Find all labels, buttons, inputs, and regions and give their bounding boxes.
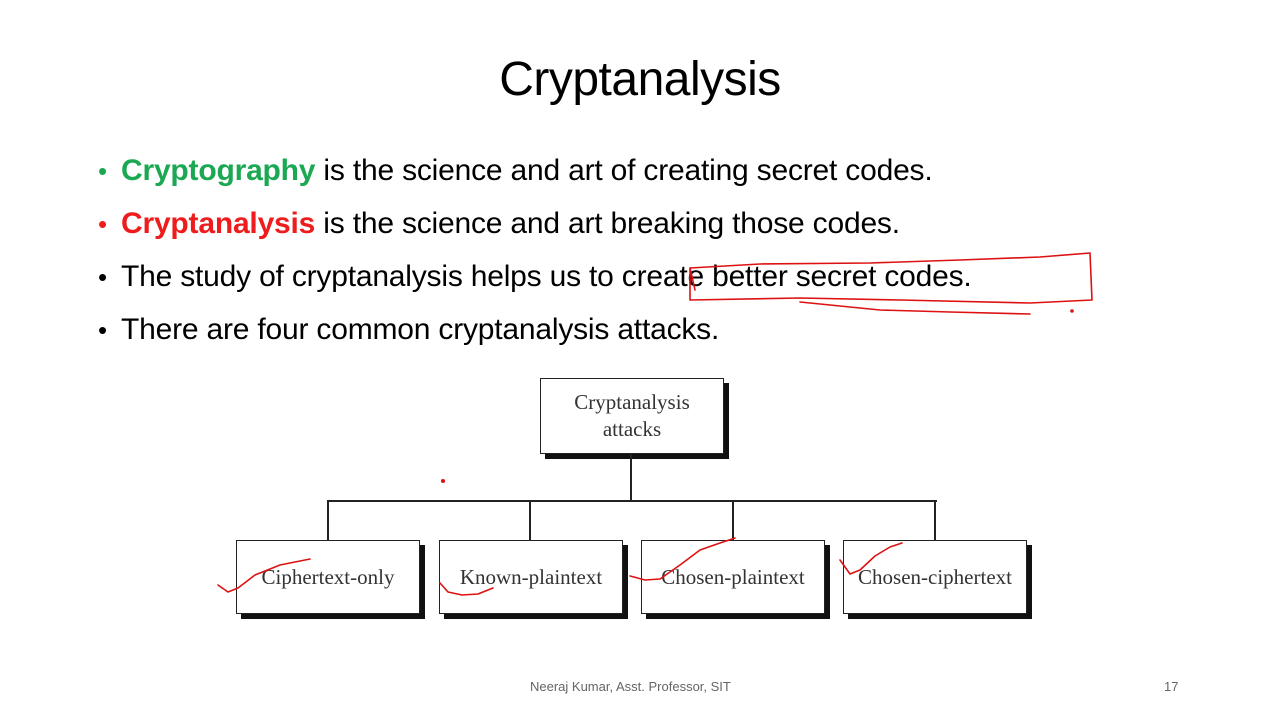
attack-box-chosen-plaintext: Chosen-plaintext: [641, 540, 825, 614]
attack-label: Ciphertext-only: [261, 564, 395, 589]
diagram-root-box: Cryptanalysis attacks: [540, 378, 724, 454]
attack-label: Chosen-ciphertext: [858, 564, 1012, 589]
attack-box-ciphertext-only: Ciphertext-only: [236, 540, 420, 614]
term-cryptography: Cryptography: [121, 154, 316, 187]
slide-footer: Neeraj Kumar, Asst. Professor, SIT: [530, 679, 731, 694]
connector-line: [934, 500, 936, 540]
bullet-dot-icon: •: [98, 156, 107, 186]
bullet-text: There are four common cryptanalysis atta…: [121, 313, 720, 346]
bullet-item: • Cryptanalysis is the science and art br…: [98, 203, 972, 256]
connector-line: [529, 500, 531, 540]
attack-box-chosen-ciphertext: Chosen-ciphertext: [843, 540, 1027, 614]
bullet-dot-icon: •: [98, 209, 107, 239]
attack-label: Chosen-plaintext: [661, 564, 805, 589]
connector-line: [630, 454, 632, 502]
term-cryptanalysis: Cryptanalysis: [121, 207, 316, 240]
bullet-item: • The study of cryptanalysis helps us to …: [98, 256, 972, 309]
slide-number: 17: [1164, 679, 1179, 694]
connector-line: [732, 500, 734, 540]
bullet-dot-icon: •: [98, 315, 107, 345]
bullet-item: • Cryptography is the science and art of …: [98, 150, 972, 203]
connector-line: [327, 500, 329, 540]
root-label-line1: Cryptanalysis: [574, 390, 690, 414]
bullet-dot-icon: •: [98, 262, 107, 292]
bullet-text: is the science and art breaking those co…: [315, 207, 900, 240]
attack-label: Known-plaintext: [459, 564, 603, 589]
slide-title: Cryptanalysis: [499, 53, 781, 106]
bullet-text: The study of cryptanalysis helps us to c…: [121, 260, 972, 293]
bullet-item: • There are four common cryptanalysis att…: [98, 309, 972, 362]
bullet-text: is the science and art of creating secre…: [315, 154, 933, 187]
connector-line: [327, 500, 937, 502]
root-label-line2: attacks: [602, 417, 662, 441]
bullet-list: • Cryptography is the science and art of …: [98, 150, 972, 362]
attack-box-known-plaintext: Known-plaintext: [439, 540, 623, 614]
